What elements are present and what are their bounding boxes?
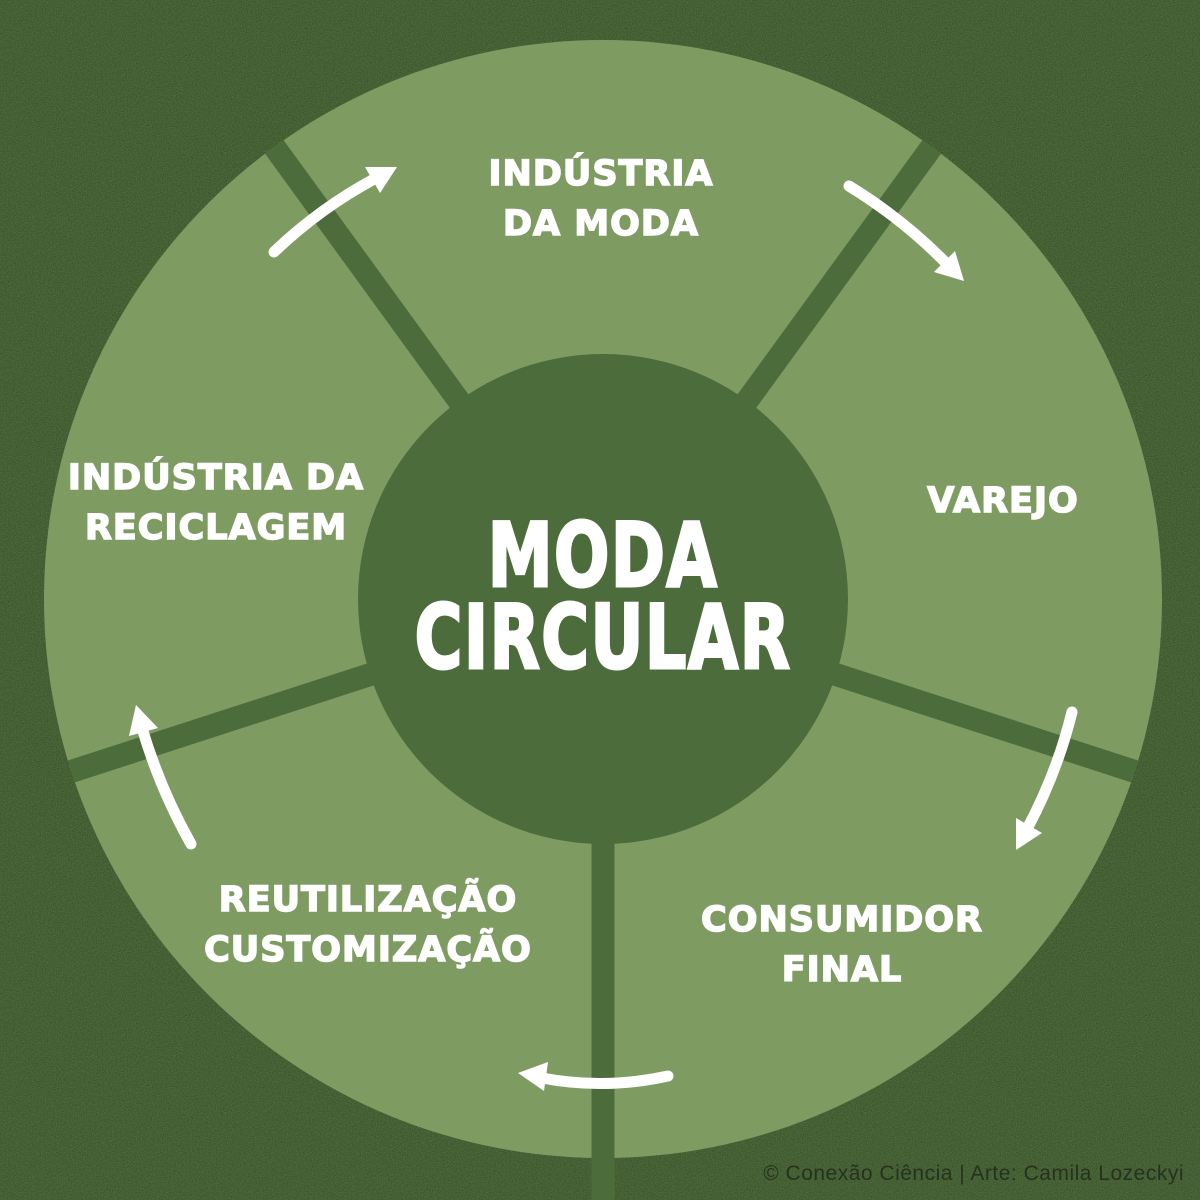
segment-label-industria-da-reciclagem: INDÚSTRIA DA RECICLAGEM [67,457,365,549]
flow-arrows [129,167,1078,1091]
hub-circle [358,354,848,844]
credit-text: © Conexão Ciência | Arte: Camila Lozecky… [763,1162,1184,1185]
segment-label-reutilizacao-customizacao: REUTILIZAÇÃO CUSTOMIZAÇÃO [203,879,532,971]
segment-label-industria-da-moda: INDÚSTRIA DA MODA [488,153,714,245]
clockwise-arrow-icon-left [129,705,197,850]
clockwise-arrow-icon-top-left [268,167,397,258]
clockwise-arrow-icon-top-right [843,180,964,281]
clockwise-arrow-icon-bottom [518,1062,674,1091]
segment-label-varejo: VAREJO [927,480,1079,522]
clockwise-arrow-icon-right [1016,706,1078,850]
segment-label-consumidor-final: CONSUMIDOR FINAL [700,899,983,991]
diagram-title: MODA CIRCULAR [414,504,792,689]
